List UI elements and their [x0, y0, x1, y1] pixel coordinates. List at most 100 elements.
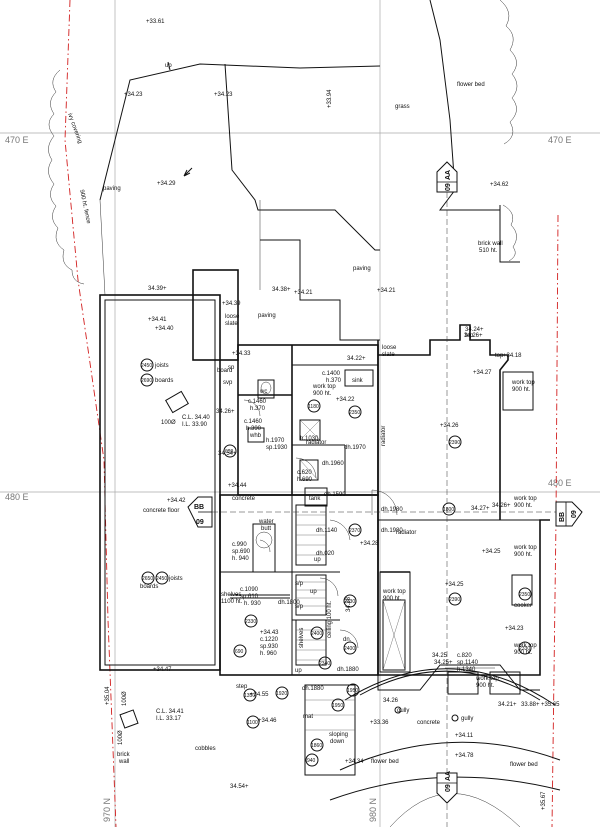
plan-label-levels-l30: +34.25 — [445, 582, 464, 588]
plan-label-labels-brick_wall2: brick — [117, 752, 131, 758]
plan-label-dims-d19: dh.1880 — [302, 686, 324, 692]
plan-label-dims-d3: c.1400 — [322, 371, 341, 377]
plan-label-labels-paving2: paving — [258, 313, 276, 319]
plan-label-labels-vol_sp: sp — [228, 365, 235, 371]
plan-label-levels-l10: +34.21 — [294, 290, 313, 296]
plan-label-levels-l24: +34.42 — [167, 498, 186, 504]
plan-label-circles-c11: 2350 — [519, 592, 530, 598]
plan-label-levels-l2: +34.23 — [124, 92, 143, 98]
plan-label-labels-boards1: boards — [155, 378, 173, 384]
plan-label-labels-cobbles: cobbles — [195, 746, 216, 752]
plan-label-levels-l12: +34.41 — [148, 317, 167, 323]
plan-label-labels-il1: I.L. 33.90 — [182, 422, 208, 428]
plan-label-levels-l22: 34.26+ — [464, 333, 483, 339]
plan-label-labels-work_top5: work top — [382, 589, 406, 595]
plan-label-labels-brick_wall_ht: 510 ht. — [479, 248, 498, 254]
plan-label-dims-d20b: sp.1140 — [457, 660, 479, 666]
ivy-hedge — [48, 69, 85, 285]
plan-label-section_marks-aa: AA — [445, 771, 452, 781]
sink-fixture — [344, 369, 374, 387]
plan-label-labels-svp: svp — [223, 380, 233, 386]
plan-label-levels-l29: +34.25 — [482, 549, 501, 555]
plan-label-labels-concrete1: concrete — [232, 496, 256, 502]
plan-label-dims-d12: dh.1140 — [316, 528, 338, 534]
plan-label-labels-wc: wc — [259, 389, 267, 395]
plan-label-labels-loose_slate1: loose — [225, 314, 240, 320]
plan-label-circles-c24: 1100 — [247, 720, 258, 726]
plan-label-circles-c20: 1950 — [332, 703, 343, 709]
grid-label-980n: 980 N — [368, 798, 378, 822]
plan-label-labels-work_top1b: 900 ht. — [313, 391, 332, 397]
plan-label-labels-up3: up — [310, 589, 317, 595]
plan-label-labels-mat: mat — [303, 714, 313, 720]
plan-label-labels-work_top4: work top — [513, 545, 537, 551]
plan-label-levels-l15: 34.22+ — [347, 356, 366, 362]
plan-label-levels-l9: 34.38+ — [272, 287, 291, 293]
plan-label-levels-l45: 34.54+ — [230, 784, 249, 790]
plan-label-levels-l27: 34.26+ — [492, 503, 511, 509]
cooker — [511, 574, 533, 606]
section-mark-bb-left: BB 09 — [187, 496, 213, 528]
plan-label-circles-c4: 2450 — [156, 576, 167, 582]
plan-label-levels-l38: +34.11 — [455, 733, 474, 739]
plan-label-labels-flower_bed3: flower bed — [510, 762, 538, 768]
plan-label-levels-l4: +33.94 — [327, 89, 333, 108]
plan-label-labels-work_top2b: 900 ht. — [512, 387, 531, 393]
plan-label-levels-l31: +34.23 — [505, 626, 524, 632]
plan-label-dims-d20c: h.1340 — [457, 667, 476, 673]
plan-label-circles-c9: 1800 — [443, 507, 454, 513]
plan-label-levels-l49: 34.26 — [383, 698, 399, 704]
plan-label-levels-l35: +34.47 — [153, 667, 172, 673]
plan-label-dims-d16b: sp.930 — [260, 644, 279, 650]
plan-label-labels-sz2: 100Ø — [122, 691, 128, 706]
plan-label-circles-c10: 2390 — [449, 597, 460, 603]
door-swings — [243, 399, 398, 649]
plan-label-dims-d15: c.1090 — [240, 587, 259, 593]
plan-label-circles-c13: 2330 — [245, 619, 256, 625]
plan-label-levels-l3: +34.23 — [214, 92, 233, 98]
plan-label-labels-up2: up — [314, 557, 321, 563]
plan-label-dims-d5: h.1030 — [300, 436, 319, 442]
tank-fixture — [304, 487, 328, 507]
plan-label-labels-step_a: step — [236, 684, 248, 690]
plan-label-labels-radiator1: radiator — [381, 426, 387, 446]
plan-label-labels-sig1: s/p — [295, 581, 304, 587]
plan-label-dims-d1b: h.370 — [250, 406, 266, 412]
plan-label-dims-d4b: sp.1930 — [266, 445, 288, 451]
plan-label-circles-c26: 690 — [235, 649, 244, 655]
plan-label-labels-radiator3: radiator — [396, 530, 416, 536]
plan-label-circles-c7: 2390 — [449, 440, 460, 446]
plan-label-labels-brick_wall: brick wall — [478, 241, 503, 247]
plan-label-levels-l14: +34.33 — [232, 351, 251, 357]
plan-label-labels-flower_bed1: flower bed — [457, 82, 485, 88]
plan-label-labels-concrete_floor: concrete floor — [143, 508, 179, 514]
plan-label-labels-ceiling_slope: ceiling 100 ht. — [327, 601, 333, 638]
plan-label-dims-d17: dh.1800 — [278, 600, 300, 606]
plan-label-levels-l25: +34.44 — [228, 483, 247, 489]
ivy-hedge-right — [499, 0, 518, 145]
plan-label-levels-l41: +35.65 — [541, 702, 560, 708]
plan-label-labels-grass: grass — [395, 104, 410, 110]
plan-label-section_marks-bb_sheet: 09 — [571, 510, 578, 518]
plan-label-levels-l47: +35.67 — [541, 791, 547, 810]
plan-label-circles-c19: 1950 — [347, 688, 358, 694]
building-walls — [99, 269, 550, 691]
plan-label-levels-l23: 34.54+ — [218, 451, 237, 457]
plan-label-circles-c12: 2330 — [519, 646, 530, 652]
plan-label-levels-l46: +35.04 — [105, 686, 111, 705]
plan-label-section_marks-bb: BB — [559, 512, 566, 522]
plan-label-levels-l7: 34.39+ — [148, 286, 167, 292]
plan-label-section_marks-aa_sheet: 09 — [445, 784, 452, 792]
plan-label-section_marks-aa_sheet: 09 — [445, 183, 452, 191]
plan-label-labels-joists2: joists — [168, 576, 183, 582]
plan-label-labels-work_top7b: 900 ht. — [476, 683, 495, 689]
plan-label-section_marks-bb_sheet: 09 — [196, 519, 204, 526]
plan-label-labels-work_top2: work top — [511, 380, 535, 386]
plan-label-levels-l16: +34.18 — [503, 353, 522, 359]
plan-label-dims-d14: c.990 — [232, 542, 247, 548]
plan-label-levels-l21: 34.24+ — [465, 327, 484, 333]
plan-label-levels-l17: +34.27 — [473, 370, 492, 376]
plan-label-levels-l36: +34.55 — [250, 692, 269, 698]
plan-label-dims-d18: dh.1880 — [337, 667, 359, 673]
plan-label-circles-c6: 2350 — [349, 410, 360, 416]
